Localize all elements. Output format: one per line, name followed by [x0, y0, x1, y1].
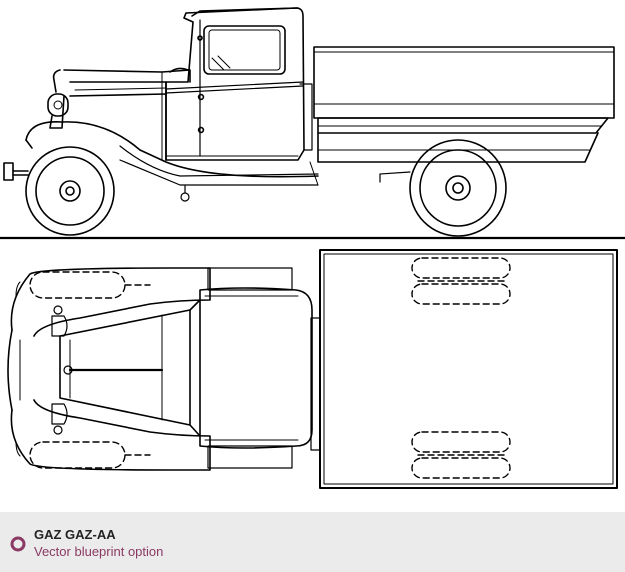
top-cab-roof	[199, 267, 313, 469]
side-cargo-bed	[313, 46, 615, 163]
side-cab	[165, 7, 313, 161]
caption-subtitle: Vector blueprint option	[34, 544, 164, 559]
caption-title: GAZ GAZ-AA	[34, 527, 116, 542]
truck-blueprint	[0, 7, 625, 489]
radio-ring-icon	[10, 536, 26, 552]
top-hood	[59, 299, 201, 437]
side-view	[0, 7, 625, 240]
side-front-bumper	[3, 162, 29, 181]
top-headlamps	[51, 305, 68, 435]
side-hood	[47, 67, 191, 161]
top-cargo-bed	[310, 249, 618, 489]
side-rear-wheel	[409, 139, 507, 237]
top-view	[7, 249, 618, 489]
top-fenders	[7, 267, 211, 471]
side-front-fender	[25, 121, 319, 186]
side-front-wheel	[25, 146, 115, 236]
side-chassis	[180, 171, 411, 202]
top-wheels	[29, 271, 151, 469]
caption-bar: GAZ GAZ-AA Vector blueprint option	[0, 512, 625, 572]
